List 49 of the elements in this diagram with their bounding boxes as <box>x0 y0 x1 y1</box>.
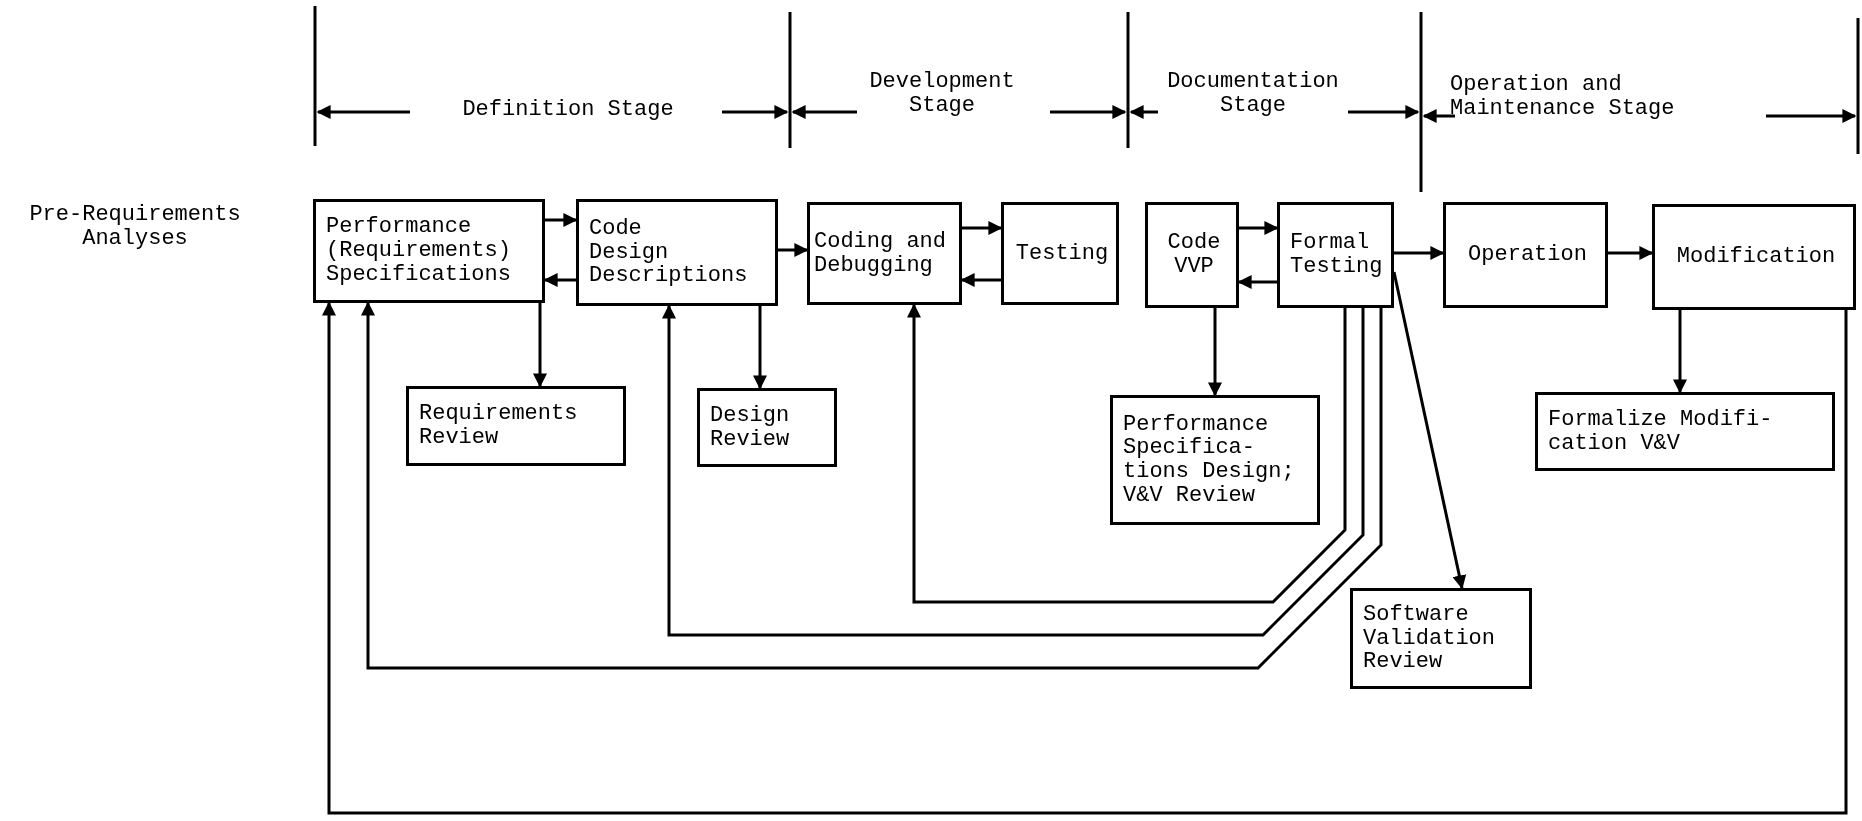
process-box <box>1652 204 1856 310</box>
arrow <box>543 273 576 287</box>
stage-label: Operation and Maintenance Stage <box>1450 73 1676 121</box>
arrow <box>1237 275 1277 289</box>
arrow <box>545 213 578 227</box>
arrow <box>361 301 1383 670</box>
box-label: Code VVP <box>1166 231 1222 279</box>
box-label: Operation <box>1467 243 1588 267</box>
arrow <box>533 303 547 388</box>
arrow <box>907 303 1347 604</box>
box-label: Testing <box>1014 241 1110 266</box>
process-box <box>807 202 962 305</box>
process-box <box>697 388 837 467</box>
box-label: Coding and Debugging <box>814 229 948 278</box>
process-box <box>1535 392 1835 471</box>
box-label: Requirements Review <box>419 402 579 450</box>
box-label: Performance (Requirements) Specifications <box>326 215 512 287</box>
arrow <box>322 301 1848 815</box>
process-box <box>1277 202 1394 308</box>
arrow <box>960 273 1001 287</box>
arrow <box>1394 246 1445 260</box>
arrow <box>1673 310 1687 394</box>
box-label: Formalize Modifi- cation V&V <box>1548 407 1774 456</box>
box-label: Performance Specifica- tions Design; V&V Review <box>1123 412 1296 508</box>
arrow <box>1608 246 1654 260</box>
process-box <box>313 199 545 303</box>
box-label: Formal Testing <box>1290 231 1384 279</box>
arrow <box>1392 271 1467 590</box>
stage-label: Documentation Stage <box>1166 70 1340 118</box>
box-label: Modification <box>1675 245 1837 269</box>
arrow <box>1239 221 1279 235</box>
side-label: Pre-Requirements Analyses <box>28 203 242 251</box>
arrow <box>753 306 767 390</box>
process-box <box>576 199 778 306</box>
arrow <box>662 304 1365 637</box>
process-box <box>1145 202 1239 308</box>
process-box <box>1110 395 1320 525</box>
process-box <box>1350 588 1532 689</box>
arrow <box>1208 308 1222 397</box>
process-box <box>406 386 626 466</box>
process-box <box>1443 202 1608 308</box>
box-label: Software Validation Review <box>1363 602 1497 675</box>
box-label: Code Design Descriptions <box>589 216 749 289</box>
process-box <box>1001 202 1119 305</box>
box-label: Design Review <box>710 403 791 452</box>
stage-label: Definition Stage <box>461 98 675 122</box>
stage-label: Development Stage <box>868 70 1016 118</box>
arrow <box>778 243 809 257</box>
arrow <box>962 221 1003 235</box>
